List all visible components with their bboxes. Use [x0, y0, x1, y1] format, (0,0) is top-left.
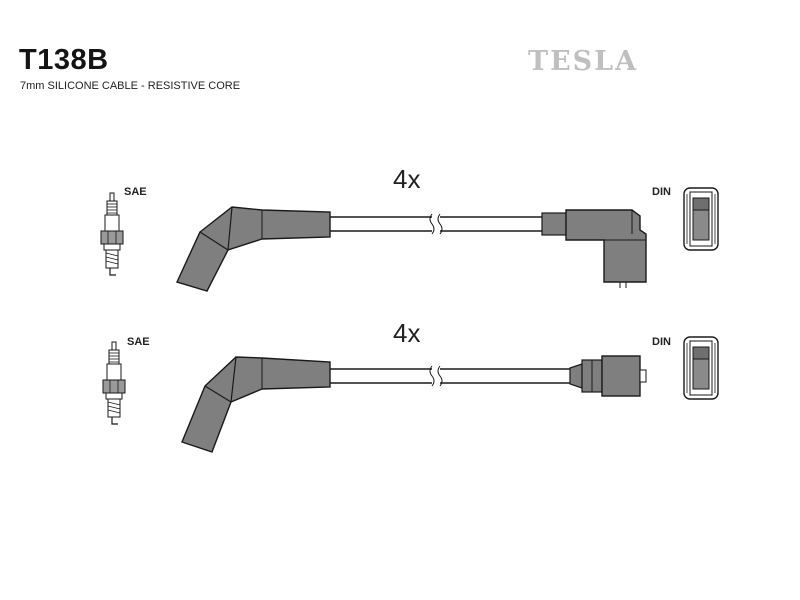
row1-left-connector-label: SAE — [124, 186, 147, 198]
row2-cable — [330, 365, 570, 387]
cable-description: 7mm SILICONE CABLE - RESISTIVE CORE — [20, 80, 241, 92]
row1-quantity: 4x — [393, 164, 421, 194]
row2-din-boot — [569, 355, 647, 397]
row2-din-socket-icon — [683, 336, 719, 400]
row1-right-connector-label: DIN — [652, 186, 671, 198]
row2-spark-plug-icon — [102, 341, 126, 425]
row2-plug-boot — [181, 356, 331, 453]
row2-left-connector-label: SAE — [127, 336, 150, 348]
row1-spark-plug-icon — [100, 192, 124, 276]
row1-din-boot — [541, 209, 647, 288]
part-number-title: T138B — [19, 44, 109, 76]
row1-cable — [330, 213, 542, 235]
row2-right-connector-label: DIN — [652, 336, 671, 348]
row1-din-socket-icon — [683, 187, 719, 251]
brand-logo: TESLA — [528, 46, 639, 77]
row2-quantity: 4x — [393, 318, 421, 348]
row1-plug-boot — [176, 206, 331, 292]
